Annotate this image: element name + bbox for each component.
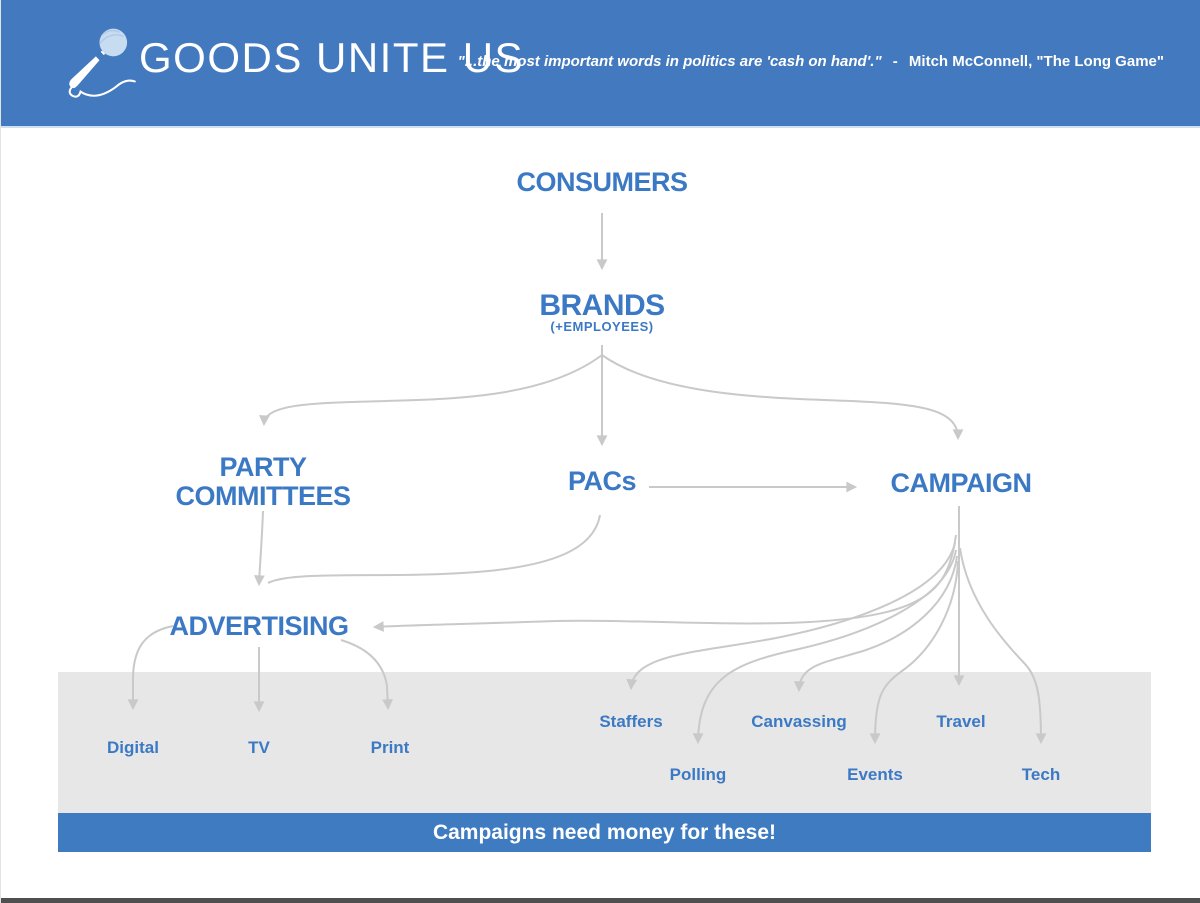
node-advertising: ADVERTISING: [169, 611, 349, 641]
node-campaign: CAMPAIGN: [890, 468, 1033, 498]
header-bar: GOODS UNITE US "...the most important wo…: [1, 0, 1200, 128]
node-brands: BRANDS: [539, 289, 665, 322]
node-events: Events: [847, 765, 903, 784]
arrow-brands-campaign: [601, 354, 964, 441]
arrow-party-advertising: [253, 510, 265, 587]
node-polling: Polling: [669, 765, 727, 784]
node-consumers: CONSUMERS: [516, 167, 688, 197]
node-tech: Tech: [1021, 765, 1061, 784]
arrow-brands-party: [259, 354, 603, 427]
arrow-campaign-canvassing: [793, 555, 958, 693]
quote-separator: -: [892, 53, 898, 70]
node-staffers: Staffers: [599, 712, 663, 731]
arrow-pacs-advertising: [267, 514, 601, 584]
header-quote: "...the most important words in politics…: [458, 53, 1164, 70]
brand-title: GOODS UNITE US: [139, 34, 525, 81]
node-print: Print: [370, 738, 410, 757]
quote-attribution: Mitch McConnell, "The Long Game": [908, 53, 1164, 70]
arrow-campaign-advertising: [372, 534, 957, 632]
footer-banner-text: Campaigns need money for these!: [432, 820, 777, 844]
node-tv: TV: [248, 738, 270, 757]
bottom-edge-line: [1, 898, 1200, 903]
node-party-committees: PARTY COMMITTEES: [175, 452, 352, 512]
node-digital: Digital: [107, 738, 159, 757]
node-brands-subtitle: (+EMPLOYEES): [550, 319, 654, 334]
microphone-icon: [68, 28, 136, 98]
node-canvassing: Canvassing: [751, 712, 847, 731]
arrow-campaign-staffers: [626, 542, 956, 691]
node-pacs: PACs: [567, 466, 637, 496]
footer-banner: Campaigns need money for these!: [58, 813, 1151, 852]
quote-text: "...the most important words in politics…: [457, 53, 882, 70]
node-travel: Travel: [936, 712, 986, 731]
